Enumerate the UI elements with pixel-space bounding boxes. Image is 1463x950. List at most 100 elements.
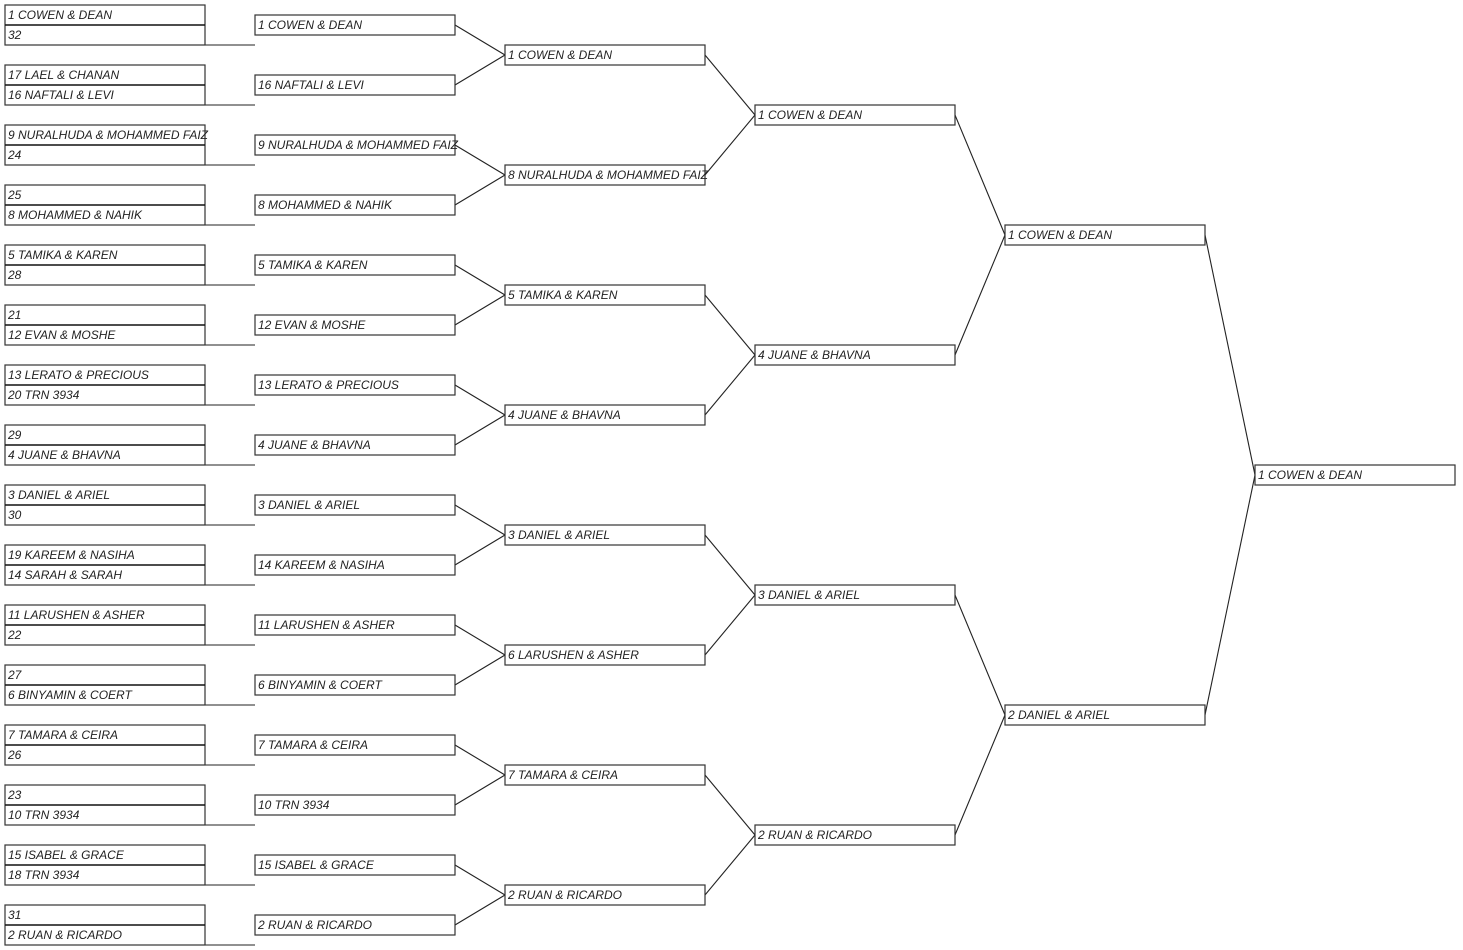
team-slot-top: 15 ISABEL & GRACE [8, 848, 125, 862]
bracket-connector [704, 774, 756, 836]
winner-box[interactable] [504, 44, 706, 66]
winner-box[interactable] [1004, 224, 1206, 246]
winner-label: 3 DANIEL & ARIEL [258, 498, 360, 512]
bracket-connector [704, 594, 756, 656]
winner-box[interactable] [254, 314, 456, 336]
winner-box[interactable] [754, 104, 956, 126]
team-slot-bottom: 8 MOHAMMED & NAHIK [8, 208, 143, 222]
bracket-connector [954, 714, 1006, 836]
winner-box[interactable] [504, 524, 706, 546]
winner-label: 1 COWEN & DEAN [258, 18, 362, 32]
winner-label: 10 TRN 3934 [258, 798, 330, 812]
team-slot-bottom: 28 [7, 268, 22, 282]
winner-box[interactable] [504, 884, 706, 906]
bracket-connector [454, 24, 506, 56]
team-slot-top: 31 [8, 908, 21, 922]
bracket-connector [454, 624, 506, 656]
winner-label: 8 NURALHUDA & MOHAMMED FAIZ [508, 168, 709, 182]
winner-label: 2 RUAN & RICARDO [257, 918, 372, 932]
team-slot-top: 13 LERATO & PRECIOUS [8, 368, 149, 382]
bracket-connector [704, 354, 756, 416]
winner-label: 15 ISABEL & GRACE [258, 858, 375, 872]
team-slot-bottom: 6 BINYAMIN & COERT [8, 688, 133, 702]
team-slot-bottom: 30 [8, 508, 22, 522]
winner-label: 4 JUANE & BHAVNA [258, 438, 371, 452]
winner-box[interactable] [254, 254, 456, 276]
winner-label: 2 RUAN & RICARDO [757, 828, 872, 842]
winner-box[interactable] [254, 674, 456, 696]
winner-box[interactable] [504, 164, 706, 186]
winner-box[interactable] [504, 284, 706, 306]
team-slot-top: 19 KAREEM & NASIHA [8, 548, 135, 562]
winner-label: 8 MOHAMMED & NAHIK [258, 198, 393, 212]
bracket-connector [704, 834, 756, 896]
winner-label: 5 TAMIKA & KAREN [508, 288, 618, 302]
bracket-connector [454, 864, 506, 896]
winner-box[interactable] [254, 374, 456, 396]
bracket-connector [954, 234, 1006, 356]
winner-box[interactable] [754, 584, 956, 606]
team-slot-top: 11 LARUSHEN & ASHER [8, 608, 145, 622]
winner-box[interactable] [504, 764, 706, 786]
winner-box[interactable] [254, 914, 456, 936]
winner-box[interactable] [1004, 704, 1206, 726]
bracket-connector [454, 174, 506, 206]
bracket-connector [454, 294, 506, 326]
bracket-connector [454, 504, 506, 536]
bracket-connector [454, 144, 506, 176]
winner-label: 2 RUAN & RICARDO [507, 888, 622, 902]
winner-label: 16 NAFTALI & LEVI [258, 78, 364, 92]
winner-box[interactable] [254, 794, 456, 816]
winner-box[interactable] [254, 494, 456, 516]
team-slot-bottom: 18 TRN 3934 [8, 868, 80, 882]
team-slot-top: 25 [7, 188, 22, 202]
bracket-connector [954, 114, 1006, 236]
winner-box[interactable] [504, 644, 706, 666]
team-slot-bottom: 20 TRN 3934 [7, 388, 80, 402]
team-slot-top: 9 NURALHUDA & MOHAMMED FAIZ [8, 128, 209, 142]
champion-box[interactable] [1254, 464, 1456, 486]
team-slot-bottom: 32 [8, 28, 22, 42]
winner-label: 9 NURALHUDA & MOHAMMED FAIZ [258, 138, 459, 152]
winner-label: 6 LARUSHEN & ASHER [508, 648, 639, 662]
winner-box[interactable] [754, 344, 956, 366]
bracket-connector [1204, 474, 1256, 716]
winner-box[interactable] [254, 194, 456, 216]
team-slot-bottom: 4 JUANE & BHAVNA [8, 448, 121, 462]
bracket-connector [704, 54, 756, 116]
winner-label: 6 BINYAMIN & COERT [258, 678, 383, 692]
winner-label: 1 COWEN & DEAN [758, 108, 862, 122]
team-slot-top: 21 [7, 308, 21, 322]
bracket-connector [454, 744, 506, 776]
winner-box[interactable] [254, 734, 456, 756]
team-slot-bottom: 10 TRN 3934 [8, 808, 80, 822]
winner-box[interactable] [254, 614, 456, 636]
winner-label: 1 COWEN & DEAN [1008, 228, 1112, 242]
team-slot-top: 23 [7, 788, 22, 802]
winner-box[interactable] [504, 404, 706, 426]
winner-label: 7 TAMARA & CEIRA [508, 768, 618, 782]
winner-label: 4 JUANE & BHAVNA [508, 408, 621, 422]
winner-box[interactable] [254, 854, 456, 876]
bracket-connector [454, 534, 506, 566]
team-slot-bottom: 16 NAFTALI & LEVI [8, 88, 114, 102]
winner-label: 13 LERATO & PRECIOUS [258, 378, 399, 392]
bracket-connector [454, 894, 506, 926]
winner-label: 11 LARUSHEN & ASHER [258, 618, 395, 632]
champion-label: 1 COWEN & DEAN [1258, 468, 1362, 482]
team-slot-top: 3 DANIEL & ARIEL [8, 488, 110, 502]
winner-box[interactable] [254, 434, 456, 456]
winner-box[interactable] [254, 554, 456, 576]
winner-label: 3 DANIEL & ARIEL [508, 528, 610, 542]
winner-box[interactable] [754, 824, 956, 846]
winner-label: 3 DANIEL & ARIEL [758, 588, 860, 602]
winner-box[interactable] [254, 14, 456, 36]
bracket-connector [454, 264, 506, 296]
winner-box[interactable] [254, 74, 456, 96]
team-slot-bottom: 12 EVAN & MOSHE [8, 328, 116, 342]
bracket-connector [454, 54, 506, 86]
winner-box[interactable] [254, 134, 456, 156]
bracket-connector [704, 294, 756, 356]
team-slot-top: 5 TAMIKA & KAREN [8, 248, 118, 262]
